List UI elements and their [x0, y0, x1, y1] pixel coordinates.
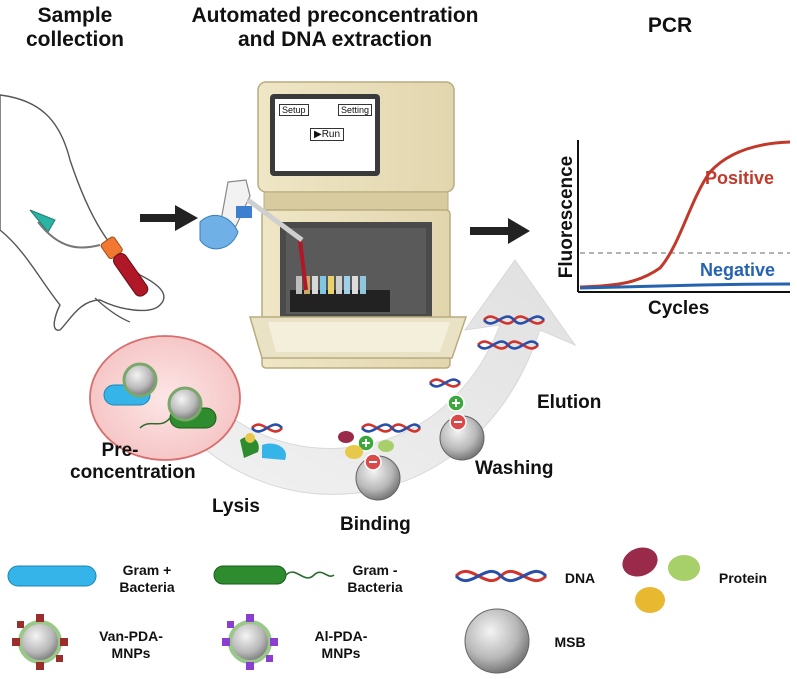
screen-setting-button[interactable]: Setting: [338, 104, 373, 116]
legend-gram-pos-label: Gram + Bacteria: [119, 562, 175, 595]
negative-curve: [579, 282, 791, 290]
legend-msb-icon: [464, 608, 530, 674]
pcr-ylabel: Fluorescence: [556, 155, 577, 279]
arrow-to-instrument: [140, 205, 198, 231]
negative-label: Negative: [700, 260, 776, 280]
legend-msb-label: MSB: [554, 634, 586, 650]
dna-helix-group: [251, 315, 545, 433]
positive-curve: [579, 140, 791, 289]
positive-label: Positive: [705, 168, 775, 188]
step-lysis: Lysis: [212, 496, 260, 517]
washing-bead: [439, 394, 485, 461]
arrow-to-pcr: [470, 218, 530, 244]
extraction-instrument: [199, 81, 468, 369]
legend-protein-icon: [622, 547, 700, 613]
step-elution: Elution: [537, 392, 602, 413]
screen-setup-button[interactable]: Setup: [279, 104, 309, 116]
legend-gram-pos-icon: [7, 565, 97, 587]
header-pcr: PCR: [647, 14, 693, 37]
legend-van-icon: [12, 614, 68, 670]
header-sample-collection: Sample collection: [25, 4, 125, 51]
binding-bead: [338, 431, 401, 501]
pcr-chart: [577, 140, 791, 293]
legend-gram-neg-icon: [213, 565, 335, 585]
preconcentration-bubble: [89, 335, 241, 461]
lysed-bacteria: [240, 433, 286, 460]
play-icon: ▶: [314, 129, 322, 140]
legend-dna-icon: [454, 569, 548, 583]
step-preconcentration: Pre-concentration: [70, 440, 196, 483]
legend-dna-label: DNA: [564, 570, 596, 586]
legend-al-label: Al-PDA-MNPs: [314, 628, 368, 661]
screen-run-button[interactable]: ▶Run: [310, 128, 345, 141]
instrument-screen[interactable]: [275, 99, 375, 171]
header-automated: Automated preconcentration and DNA extra…: [191, 4, 479, 51]
legend-protein-label: Protein: [718, 570, 768, 586]
legend-van-label: Van-PDA-MNPs: [99, 628, 163, 661]
pcr-xlabel: Cycles: [648, 298, 710, 319]
legend-gram-neg-label: Gram - Bacteria: [347, 562, 403, 595]
step-binding: Binding: [340, 514, 411, 535]
legend-al-icon: [222, 614, 278, 670]
pipette: [199, 179, 308, 291]
step-washing: Washing: [475, 458, 554, 479]
arm-illustration: [0, 94, 165, 331]
